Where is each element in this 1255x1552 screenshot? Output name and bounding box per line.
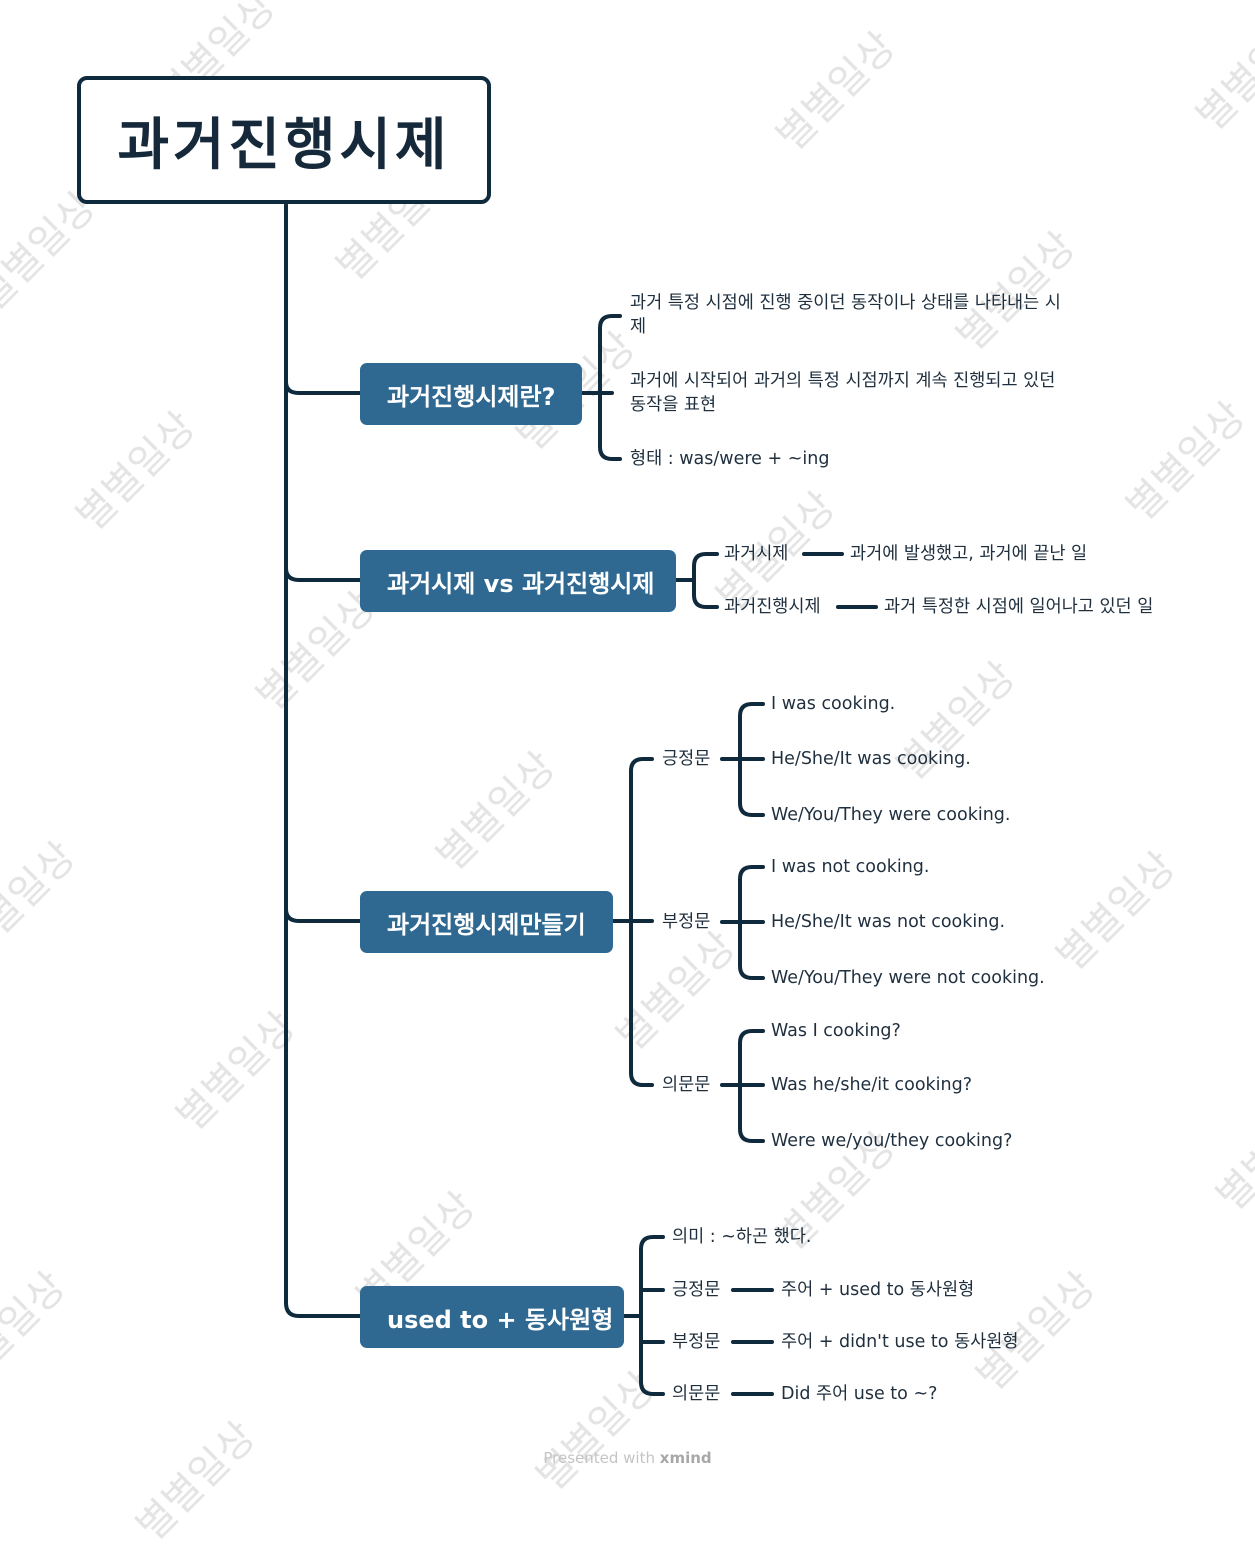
used-to-term-affirmative: 긍정문 — [672, 1280, 721, 1300]
root-topic[interactable]: 과거진행시제 — [77, 76, 491, 204]
footer-prefix: Presented with — [543, 1449, 655, 1467]
comparison-desc-past: 과거에 발생했고, 과거에 끝난 일 — [850, 544, 1088, 564]
affirmative-item-2: He/She/It was cooking. — [771, 749, 971, 769]
used-to-desc-question: Did 주어 use to ~? — [781, 1384, 938, 1404]
group-negative: 부정문 — [662, 912, 711, 932]
used-to-term-question: 의문문 — [672, 1384, 721, 1404]
negative-item-3: We/You/They were not cooking. — [771, 968, 1045, 988]
negative-item-1: I was not cooking. — [771, 857, 930, 877]
used-to-term-negative: 부정문 — [672, 1332, 721, 1352]
topic-forming[interactable]: 과거진행시제만들기 — [360, 891, 613, 953]
negative-item-2: He/She/It was not cooking. — [771, 912, 1006, 932]
question-item-1: Was I cooking? — [771, 1021, 901, 1041]
footer-brand: xmind — [659, 1449, 712, 1467]
affirmative-item-1: I was cooking. — [771, 694, 896, 714]
used-to-desc-affirmative: 주어 + used to 동사원형 — [781, 1280, 975, 1300]
definition-item-1: 과거 특정 시점에 진행 중이던 동작이나 상태를 나타내는 시제 — [630, 293, 1061, 337]
definition-item-3: 형태 : was/were + ~ing — [630, 449, 830, 469]
group-question: 의문문 — [662, 1075, 711, 1095]
affirmative-item-3: We/You/They were cooking. — [771, 805, 1011, 825]
comparison-term-past: 과거시제 — [724, 544, 789, 564]
question-item-3: Were we/you/they cooking? — [771, 1131, 1013, 1151]
used-to-meaning: 의미 : ~하곤 했다. — [672, 1227, 812, 1247]
comparison-desc-progressive: 과거 특정한 시점에 일어나고 있던 일 — [884, 597, 1154, 617]
question-item-2: Was he/she/it cooking? — [771, 1075, 973, 1095]
group-affirmative: 긍정문 — [662, 749, 711, 769]
used-to-desc-negative: 주어 + didn't use to 동사원형 — [781, 1332, 1019, 1352]
topic-definition[interactable]: 과거진행시제란? — [360, 363, 582, 425]
topic-used-to[interactable]: used to + 동사원형 — [360, 1286, 624, 1348]
connector-lines — [284, 203, 878, 1396]
footer-credit: Presented with xmind — [0, 1449, 1255, 1467]
comparison-term-progressive: 과거진행시제 — [724, 597, 821, 617]
definition-item-2: 과거에 시작되어 과거의 특정 시점까지 계속 진행되고 있던 동작을 표현 — [630, 371, 1056, 415]
topic-comparison[interactable]: 과거시제 vs 과거진행시제 — [360, 550, 676, 612]
